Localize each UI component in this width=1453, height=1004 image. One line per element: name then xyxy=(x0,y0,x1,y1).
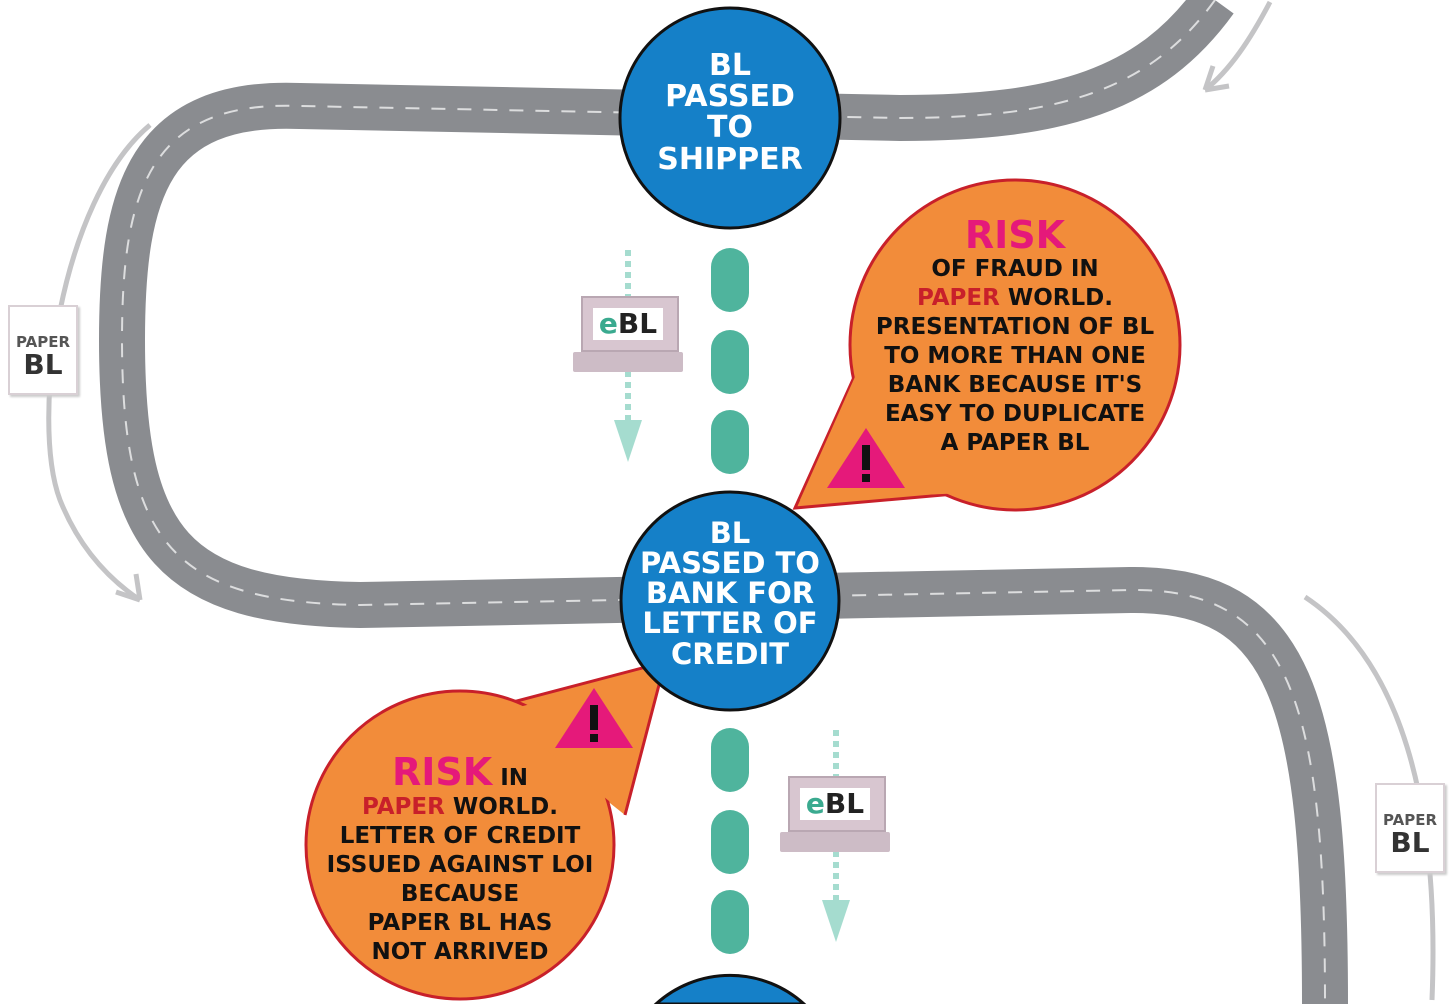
laptop-base xyxy=(573,352,683,372)
step-circle-1 xyxy=(618,6,842,230)
bl-label: BL xyxy=(23,348,63,381)
warning-icon xyxy=(827,428,905,488)
paper-highlight: PAPER xyxy=(917,285,1000,311)
risk-title: RISK xyxy=(964,213,1066,257)
paper-highlight: PAPER xyxy=(362,794,445,820)
risk-text: WORLD. xyxy=(444,794,558,820)
bl-label: BL xyxy=(1390,826,1430,859)
risk-line: PAPER WORLD. xyxy=(855,284,1175,313)
road xyxy=(98,0,1348,1004)
step-line: SHIPPER xyxy=(657,141,803,177)
step-circle-2 xyxy=(619,490,841,712)
laptop-screen: eBL xyxy=(788,776,886,832)
risk-text: IN xyxy=(492,765,529,791)
step-line: PASSED TO xyxy=(640,546,820,581)
paper-label: PAPER xyxy=(1382,811,1438,829)
step-line: BANK FOR xyxy=(645,576,815,611)
risk-line: PAPER WORLD. xyxy=(300,793,620,822)
risk-line: EASY TO DUPLICATE xyxy=(884,401,1146,427)
risk-line: LETTER OF CREDIT xyxy=(339,823,581,849)
paper-bl-document-icon: PAPER BL xyxy=(1375,783,1445,873)
laptop-screen: eBL xyxy=(581,296,679,352)
laptop-ebl-icon: eBL xyxy=(573,296,683,376)
risk-title: RISK xyxy=(391,750,493,794)
risk-bubble-1-shape xyxy=(792,178,1182,512)
ebl-suffix: BL xyxy=(617,307,658,340)
step-line: CREDIT xyxy=(670,636,790,671)
risk-title-line: RISK IN xyxy=(300,752,620,793)
laptop-ebl-icon: eBL xyxy=(780,776,890,856)
step-line: BL xyxy=(709,48,751,83)
step-2-label: BL PASSED TO BANK FOR LETTER OF CREDIT xyxy=(625,518,835,669)
step-circle-3 xyxy=(653,973,807,1004)
direction-arrows xyxy=(46,0,1436,1001)
risk-line: ISSUED AGAINST LOI xyxy=(326,852,594,878)
risk-text: WORLD. xyxy=(999,285,1113,311)
step-1-label: BL PASSED TO SHIPPER xyxy=(630,50,830,175)
risk-line: NOT ARRIVED xyxy=(371,939,549,965)
risk-line: OF FRAUD IN xyxy=(931,256,1099,282)
risk-line: TO MORE THAN ONE xyxy=(884,343,1146,369)
arrow-left xyxy=(46,123,152,603)
paper-bl-document-icon: PAPER BL xyxy=(8,305,78,395)
warning-icon xyxy=(555,688,633,748)
ebl-flow-arrows xyxy=(614,250,850,942)
step-line: TO xyxy=(707,110,753,146)
risk-line: A PAPER BL xyxy=(940,430,1090,456)
paper-label: PAPER xyxy=(15,333,71,351)
ebl-label: eBL xyxy=(593,308,663,340)
risk-line: PRESENTATION OF BL xyxy=(875,314,1155,340)
ebl-label: eBL xyxy=(800,788,870,820)
step-line: PASSED xyxy=(665,79,795,115)
ebl-prefix: e xyxy=(805,787,825,820)
arrow-top-right xyxy=(1203,0,1273,92)
risk-bubble-1-text: RISK OF FRAUD IN PAPER WORLD. PRESENTATI… xyxy=(855,215,1175,458)
risk-line: BANK BECAUSE IT'S xyxy=(887,372,1143,398)
risk-line: BECAUSE xyxy=(400,881,520,907)
arrow-right xyxy=(1303,594,1436,1001)
ebl-suffix: BL xyxy=(824,787,865,820)
dashed-connector xyxy=(711,248,749,954)
laptop-base xyxy=(780,832,890,852)
risk-bubble-2-text: RISK IN PAPER WORLD. LETTER OF CREDIT IS… xyxy=(300,752,620,967)
step-line: BL xyxy=(709,516,751,550)
ebl-prefix: e xyxy=(598,307,618,340)
step-line: LETTER OF xyxy=(642,606,818,641)
risk-line: PAPER BL HAS xyxy=(367,910,553,936)
